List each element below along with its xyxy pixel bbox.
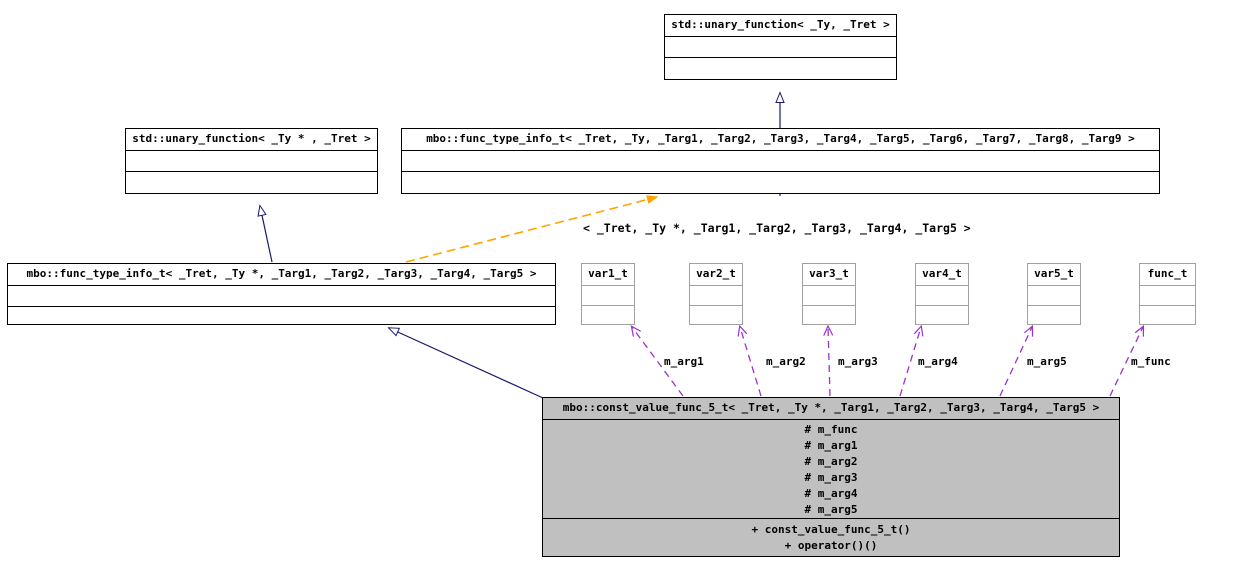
- class-node-operations: [1140, 306, 1195, 326]
- class-node-attributes: [665, 37, 896, 58]
- edge-label-m-arg1: m_arg1: [664, 355, 704, 368]
- class-node-attributes: [582, 286, 634, 306]
- class-node-func-type-info-t-5[interactable]: mbo::func_type_info_t< _Tret, _Ty *, _Ta…: [7, 263, 556, 325]
- class-node-var5-t[interactable]: var5_t: [1027, 263, 1081, 325]
- edge-label-m-arg5: m_arg5: [1027, 355, 1067, 368]
- edge-label-m-arg2: m_arg2: [766, 355, 806, 368]
- attribute-row: # m_arg5: [804, 502, 858, 516]
- class-node-attributes: [8, 286, 555, 307]
- class-node-var3-t[interactable]: var3_t: [802, 263, 856, 325]
- class-node-attributes: [1140, 286, 1195, 306]
- class-node-title: mbo::func_type_info_t< _Tret, _Ty, _Targ…: [402, 129, 1159, 151]
- edge-label-m-arg3: m_arg3: [838, 355, 878, 368]
- class-node-operations: [402, 172, 1159, 194]
- class-node-title: std::unary_function< _Ty, _Tret >: [665, 15, 896, 37]
- edge-label-m-func: m_func: [1131, 355, 1171, 368]
- class-node-operations: [582, 306, 634, 326]
- class-node-title: var2_t: [690, 264, 742, 286]
- class-node-title: mbo::func_type_info_t< _Tret, _Ty *, _Ta…: [8, 264, 555, 286]
- class-node-attributes: [803, 286, 855, 306]
- class-node-operations: [690, 306, 742, 326]
- attribute-row: # m_arg3: [804, 470, 858, 484]
- class-node-func-type-info-t-9[interactable]: mbo::func_type_info_t< _Tret, _Ty, _Targ…: [401, 128, 1160, 194]
- class-node-std-unary-function-ptr[interactable]: std::unary_function< _Ty * , _Tret >: [125, 128, 378, 194]
- class-node-operations: [803, 306, 855, 326]
- class-node-operations: [8, 307, 555, 329]
- edge-usage-m_arg2: [740, 327, 762, 397]
- class-node-attributes: [916, 286, 968, 306]
- class-node-title: std::unary_function< _Ty * , _Tret >: [126, 129, 377, 151]
- attribute-row: # m_arg2: [804, 454, 858, 468]
- class-node-func-t[interactable]: func_t: [1139, 263, 1196, 325]
- edge-usage-m_arg3: [828, 327, 830, 397]
- operation-row: + const_value_func_5_t(): [751, 522, 911, 536]
- class-node-operations: [665, 58, 896, 80]
- edge-label-m-arg4: m_arg4: [918, 355, 958, 368]
- class-node-operations: [1028, 306, 1080, 326]
- class-node-title: var4_t: [916, 264, 968, 286]
- class-node-attributes: [690, 286, 742, 306]
- class-node-std-unary-function[interactable]: std::unary_function< _Ty, _Tret >: [664, 14, 897, 80]
- class-node-attributes: # m_func # m_arg1 # m_arg2 # m_arg3 # m_…: [543, 419, 1119, 519]
- class-node-operations: + const_value_func_5_t() + operator()(): [543, 518, 1119, 554]
- operation-row: + operator()(): [784, 538, 878, 552]
- class-node-attributes: [126, 151, 377, 172]
- attribute-row: # m_func: [804, 422, 858, 436]
- edge-generalization-constvaluefunc5-to-functypeinfo5: [389, 328, 544, 399]
- class-node-operations: [126, 172, 377, 194]
- edge-label-template-binding: < _Tret, _Ty *, _Targ1, _Targ2, _Targ3, …: [583, 221, 971, 235]
- class-node-title: var1_t: [582, 264, 634, 286]
- class-node-title: var3_t: [803, 264, 855, 286]
- class-node-operations: [916, 306, 968, 326]
- class-node-title: func_t: [1140, 264, 1195, 286]
- attribute-row: # m_arg4: [804, 486, 858, 500]
- class-node-attributes: [402, 151, 1159, 172]
- class-node-title: mbo::const_value_func_5_t< _Tret, _Ty *,…: [543, 398, 1119, 420]
- edge-generalization-functypeinfo5-to-unaryfunctionptr: [260, 206, 273, 263]
- class-node-var4-t[interactable]: var4_t: [915, 263, 969, 325]
- class-node-title: var5_t: [1028, 264, 1080, 286]
- class-node-attributes: [1028, 286, 1080, 306]
- class-node-const-value-func-5-t[interactable]: mbo::const_value_func_5_t< _Tret, _Ty *,…: [542, 397, 1120, 557]
- class-node-var1-t[interactable]: var1_t: [581, 263, 635, 325]
- attribute-row: # m_arg1: [804, 438, 858, 452]
- class-node-var2-t[interactable]: var2_t: [689, 263, 743, 325]
